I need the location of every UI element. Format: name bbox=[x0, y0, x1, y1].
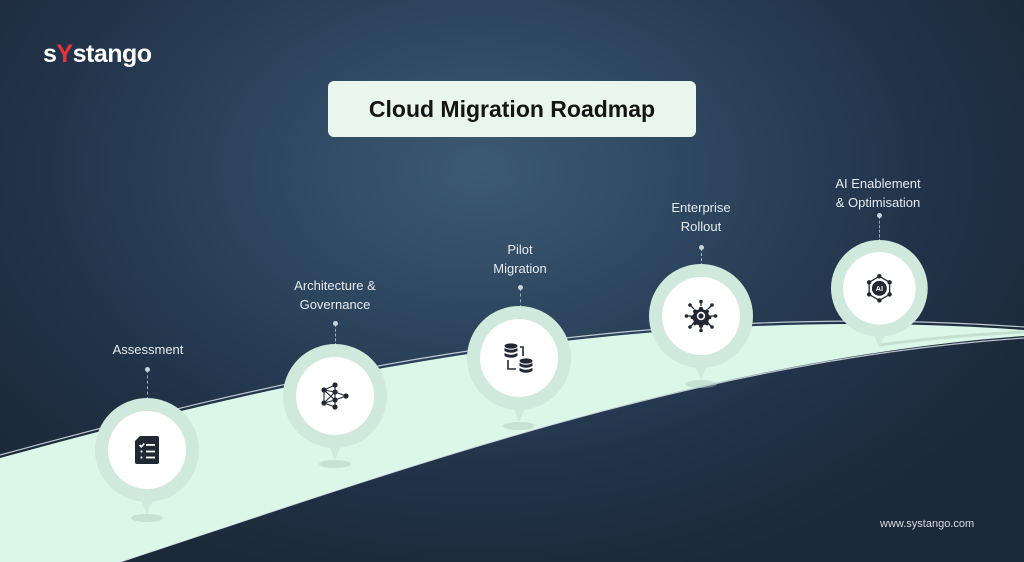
pin-center: AI bbox=[843, 252, 916, 325]
pin-tail bbox=[691, 356, 711, 380]
step-label-assessment: Assessment bbox=[112, 342, 184, 357]
pin-center bbox=[296, 357, 374, 435]
ai-hexagon-network-icon: AI bbox=[866, 274, 892, 303]
pin-shadow bbox=[319, 460, 351, 468]
step-pin-enterprise-rollout bbox=[649, 264, 753, 390]
svg-text:AI: AI bbox=[876, 284, 883, 293]
pin-shadow bbox=[685, 380, 717, 388]
step-pin-pilot-migration bbox=[467, 306, 571, 432]
pin-center bbox=[662, 277, 740, 355]
pin-center bbox=[480, 319, 558, 397]
page-title: Cloud Migration Roadmap bbox=[328, 81, 696, 137]
step-connector-4 bbox=[699, 245, 704, 266]
pin-shadow bbox=[131, 514, 163, 522]
checklist-document-icon bbox=[135, 436, 159, 464]
step-label-ai-enablement-optimisation: AI Enablement & Optimisation bbox=[835, 176, 921, 210]
step-pin-ai-enablement-optimisation: AI bbox=[831, 240, 928, 357]
website-url: www.systango.com bbox=[880, 518, 975, 530]
gear-network-icon bbox=[684, 299, 718, 333]
step-pin-architecture-governance bbox=[283, 344, 387, 470]
step-connector-5 bbox=[877, 213, 882, 242]
pin-shadow bbox=[503, 422, 535, 430]
pin-tail bbox=[870, 325, 889, 348]
step-connector-3 bbox=[518, 285, 523, 308]
logo-text-accent: Y bbox=[56, 40, 73, 68]
database-transfer-icon bbox=[504, 343, 533, 373]
systango-logo: sYstango bbox=[43, 40, 152, 69]
step-label-enterprise-rollout: Enterprise Rollout bbox=[671, 200, 731, 234]
pin-center bbox=[108, 411, 186, 489]
step-connector-2 bbox=[333, 321, 338, 346]
logo-text-prefix: s bbox=[43, 40, 57, 68]
step-label-pilot-migration: Pilot Migration bbox=[493, 242, 547, 276]
pin-tail bbox=[137, 490, 157, 514]
pin-tail bbox=[509, 398, 529, 422]
step-pin-assessment bbox=[95, 398, 199, 524]
step-label-architecture-governance: Architecture & Governance bbox=[294, 278, 376, 312]
network-graph-icon bbox=[321, 382, 349, 410]
logo-text-suffix: stango bbox=[72, 40, 152, 68]
pin-tail bbox=[325, 436, 345, 460]
step-connector-1 bbox=[145, 367, 150, 400]
